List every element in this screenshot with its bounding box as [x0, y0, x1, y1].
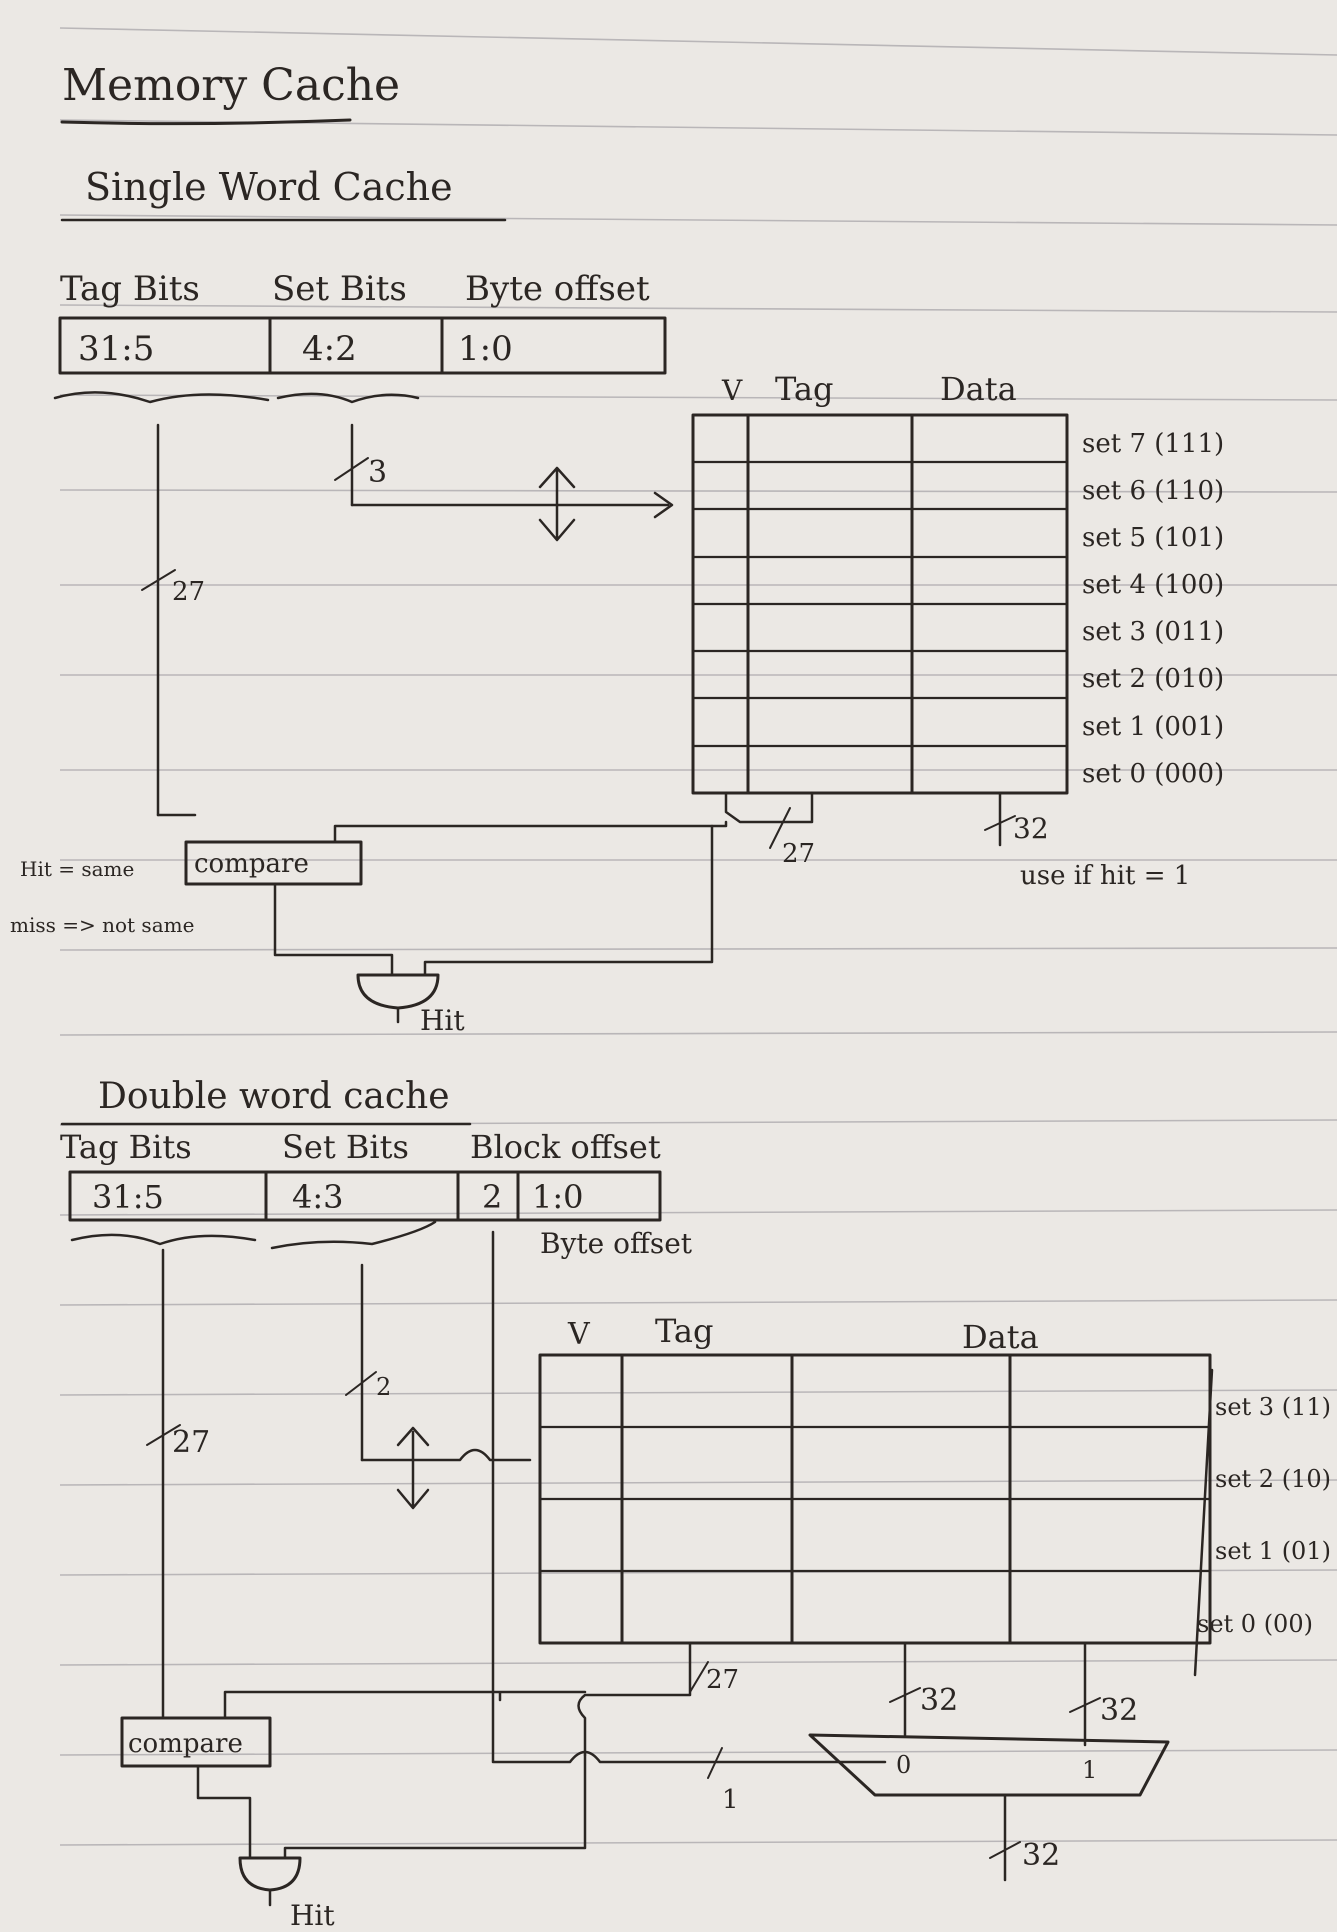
- single-field-offset: 1:0: [458, 329, 513, 369]
- single-set-label: set 1 (001): [1082, 712, 1224, 742]
- single-set-label: set 3 (011): [1082, 617, 1224, 647]
- single-set-rows: [691, 460, 1069, 748]
- double-and-gate: [238, 1856, 302, 1892]
- double-field-label-tag: Tag Bits: [60, 1128, 192, 1166]
- single-set-label: set 7 (111): [1082, 429, 1224, 459]
- single-tag-bus-width: 27: [172, 577, 205, 607]
- single-wires: 3 27: [141, 423, 674, 817]
- double-set-label: set 1 (01): [1215, 1537, 1331, 1565]
- double-cache-table: V Tag Data set 3 (11) set 2 (10) set 1 (…: [538, 1312, 1331, 1757]
- double-tag-bus-width: 27: [172, 1425, 210, 1460]
- single-address-box: [58, 316, 667, 375]
- double-select-width: 1: [722, 1785, 739, 1815]
- double-mux-out-width: 32: [1022, 1838, 1060, 1873]
- double-tag-brace: [70, 1233, 257, 1246]
- double-field-label-block: Block offset: [470, 1128, 661, 1166]
- single-hit-label: Hit: [420, 1004, 465, 1037]
- double-col-data: Data: [962, 1318, 1039, 1356]
- double-tag-out-width: 27: [706, 1665, 739, 1695]
- single-cache-table: V Tag Data set 7 (111) set 6 (110) set 5…: [691, 370, 1224, 891]
- single-compare-logic: compare Hit = same miss => not same Hit: [10, 820, 728, 1037]
- double-hit-label: Hit: [290, 1899, 335, 1932]
- double-data-width-1: 32: [1100, 1693, 1138, 1728]
- single-address-fields: Tag Bits Set Bits Byte offset 31:5 4:2 1…: [53, 269, 667, 404]
- double-mux: 0 1 32: [808, 1733, 1170, 1882]
- single-data-out-width: 32: [1013, 812, 1049, 845]
- title-underline: [60, 118, 352, 126]
- double-address-box: [68, 1170, 662, 1222]
- single-field-tag: 31:5: [78, 329, 154, 369]
- double-col-v: V: [567, 1317, 591, 1352]
- mux-input-0: 0: [896, 1751, 911, 1779]
- double-compare-label: compare: [128, 1729, 243, 1759]
- single-set-label: set 5 (101): [1082, 523, 1224, 553]
- double-wires: 2 27 1: [146, 1230, 887, 1815]
- page-title: Memory Cache: [62, 60, 400, 111]
- double-field-block: 2: [482, 1178, 502, 1216]
- tag-out-brace: [724, 791, 814, 824]
- single-miss-note: miss => not same: [10, 913, 194, 937]
- mux-shape: [808, 1733, 1170, 1797]
- single-set-label: set 4 (100): [1082, 570, 1224, 600]
- single-field-label-tag: Tag Bits: [60, 269, 200, 309]
- double-field-byte: 1:0: [532, 1178, 584, 1216]
- single-field-label-offset: Byte offset: [465, 269, 650, 309]
- ruled-lines: [59, 27, 1337, 1846]
- double-set-bus-width: 2: [376, 1373, 391, 1401]
- single-col-v: V: [721, 374, 743, 407]
- double-field-set: 4:3: [292, 1178, 344, 1216]
- set-bus-tick: [334, 457, 369, 481]
- single-col-data: Data: [940, 370, 1017, 408]
- double-data-width-0: 32: [920, 1683, 958, 1718]
- select-arrow-icon: [538, 466, 576, 542]
- double-heading: Double word cache: [98, 1076, 450, 1117]
- double-set-label: set 0 (00): [1197, 1610, 1313, 1638]
- single-data-note: use if hit = 1: [1020, 861, 1190, 891]
- single-compare-box: [184, 840, 363, 886]
- single-tag-out-width: 27: [782, 839, 815, 869]
- single-field-set: 4:2: [302, 329, 357, 369]
- double-field-label-set: Set Bits: [282, 1128, 409, 1166]
- single-set-label: set 0 (000): [1082, 759, 1224, 789]
- single-field-label-set: Set Bits: [272, 269, 407, 309]
- double-col-tag: Tag: [655, 1312, 713, 1350]
- double-set-rows: [538, 1425, 1212, 1573]
- double-compare-logic: compare Hit: [120, 1690, 587, 1932]
- single-compare-label: compare: [194, 849, 309, 879]
- double-address-fields: Tag Bits Set Bits Block offset 31:5 4:3 …: [60, 1128, 693, 1260]
- single-hit-note: Hit = same: [20, 857, 134, 881]
- mux-input-1: 1: [1082, 1756, 1097, 1784]
- single-set-labels: set 7 (111) set 6 (110) set 5 (101) set …: [1082, 429, 1224, 789]
- tag-brace: [53, 391, 270, 404]
- double-set-label: set 2 (10): [1215, 1465, 1331, 1493]
- single-set-bus-width: 3: [368, 455, 387, 490]
- double-select-arrow-icon: [396, 1426, 430, 1510]
- double-byte-offset-label: Byte offset: [540, 1227, 693, 1260]
- single-set-label: set 2 (010): [1082, 664, 1224, 694]
- single-col-tag: Tag: [775, 370, 833, 408]
- single-heading: Single Word Cache: [85, 165, 453, 209]
- double-compare-box: [120, 1716, 272, 1768]
- tag-bus-tick: [141, 569, 176, 591]
- set-bus-arrow: [653, 491, 674, 519]
- set-brace: [276, 392, 420, 404]
- double-set-labels: set 3 (11) set 2 (10) set 1 (01) set 0 (…: [1197, 1393, 1331, 1638]
- double-field-tag: 31:5: [92, 1178, 164, 1216]
- double-set-brace: [270, 1220, 437, 1250]
- double-set-label: set 3 (11): [1215, 1393, 1331, 1421]
- single-set-label: set 6 (110): [1082, 476, 1224, 506]
